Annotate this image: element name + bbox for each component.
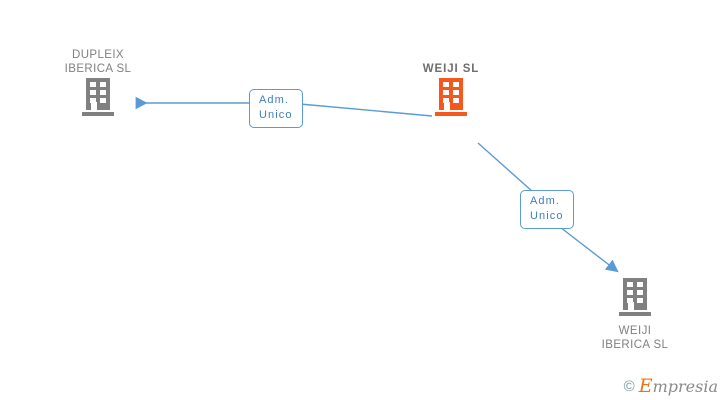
brand-rest: mpresia	[652, 377, 718, 396]
edge-label-adm-unico-left[interactable]: Adm. Unico	[249, 89, 303, 128]
copyright-icon: ©	[623, 378, 635, 395]
node-label-weiji-sl: WEIJI SL	[422, 63, 480, 75]
brand-wordmark: Empresia	[639, 377, 718, 396]
graph-node-dupleix-iberica-sl[interactable]: DUPLEIX IBERICA SL	[28, 48, 168, 121]
edge-label-adm-unico-right[interactable]: Adm. Unico	[520, 190, 574, 229]
node-label-weiji-iberica-sl: WEIJI IBERICA SL	[601, 325, 669, 351]
empresia-watermark: © Empresia	[624, 377, 718, 396]
node-label-dupleix-iberica-sl: DUPLEIX IBERICA SL	[64, 49, 132, 75]
building-icon	[435, 78, 467, 116]
brand-initial: E	[638, 375, 653, 397]
building-icon	[619, 278, 651, 316]
graph-node-weiji-sl[interactable]: WEIJI SL	[381, 62, 521, 121]
graph-node-weiji-iberica-sl[interactable]: WEIJI IBERICA SL	[565, 278, 705, 352]
building-icon	[82, 78, 114, 116]
